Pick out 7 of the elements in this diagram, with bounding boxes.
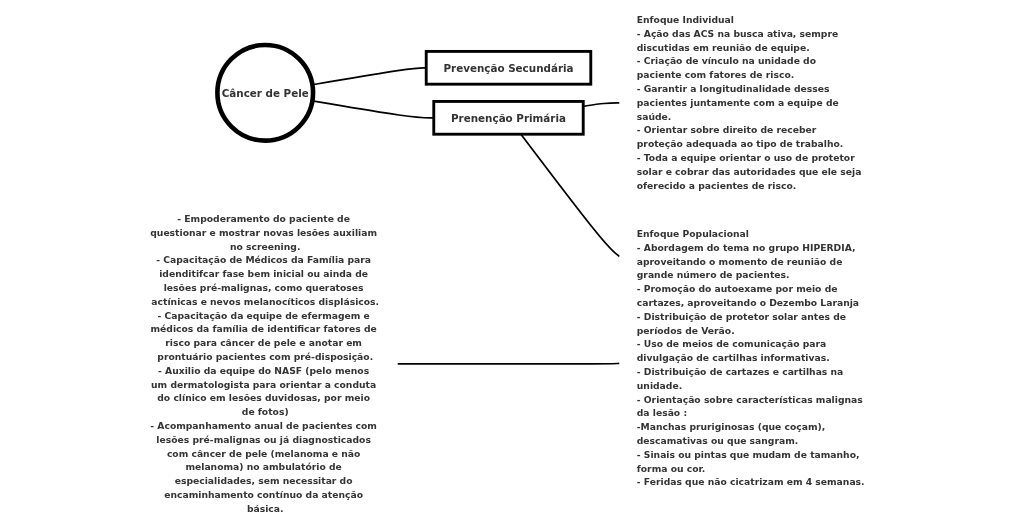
node-box: Prevenção Secundária [424,49,593,86]
node-text: - Empoderamento do paciente de questionar e mostrar novas lesões auxiliam no screening. - Capacitação de Médicos da Família para idenditifcar fase bem inicial ou ainda de lesões pré-malignas, como queratoses actínicas e nevos melanocíticos displásicos. - Capacitação da equipe de efermagem e médicos da família de identificar fatores de risco para câncer de pele e anotar em prontuário pacientes com pré-disposição. - Auxilio da equipe do NASF (pelo menos um dermatologista para orientar a conduta do clínico em lesões duvidosas, por meio de fotos) - Acompanhamento anual de pacientes com lesões pré-malignas ou já diagnosticados com câncer de pele (melanoma e não melanoma) no ambulatório de especialidades, sem necessitar do encaminhamento contínuo da atenção básica. [150,213,380,515]
node-text: Enfoque Individual - Ação das ACS na busca ativa, sempre discutidas em reunião de equipe. - Criação de vínculo na unidade do paciente com fatores de risco. - Garantir a longitudinalidade desses pacientes juntamente com a equipe de saúde. - Orientar sobre direito de receber proteção adequada ao tipo de trabalho. - Toda a equipe orientar o uso de protetor solar e cobrar das autoridades que ele seja oferecido a pacientes de risco. [636,14,862,191]
node-circle: Câncer de Pele [215,42,316,143]
node-text: Enfoque Populacional - Abordagem do tema no grupo HIPERDIA, aproveitando o momento de reunião de grande número de pacientes. - Promoção do autoexame por meio de cartazes, aproveitando o Dezembo Laranja - Distribuição de protetor solar antes de períodos de Verão. - Uso de meios de comunicação para divulgação de cartilhas informativas. - Distribuição de cartazes e cartilhas na unidade. - Orientação sobre características malignas da lesão : -Manchas pruriginosas (que coçam), descamativas ou que sangram. - Sinais ou pintas que mudam de tamanho, forma ou cor. - Feridas que não cicatrizam em 4 semanas. [636,228,865,488]
connector [396,362,621,365]
node-box: Prenenção Primária [432,100,585,136]
